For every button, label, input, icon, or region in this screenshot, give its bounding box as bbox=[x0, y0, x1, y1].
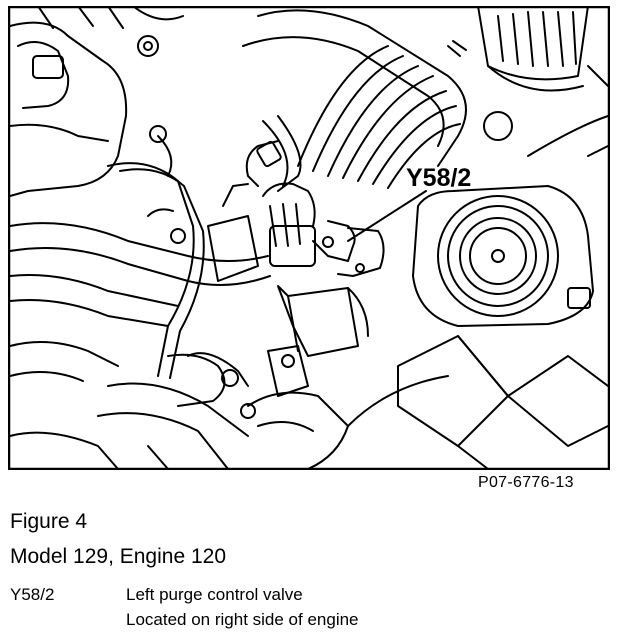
legend-location: Located on right side of engine bbox=[126, 610, 359, 629]
legend-row-continued: Located on right side of engine bbox=[10, 610, 610, 635]
air-intake-duct bbox=[242, 9, 467, 192]
legend-description: Left purge control valve bbox=[126, 585, 303, 604]
figure-subtitle: Model 129, Engine 120 bbox=[10, 545, 226, 568]
lower-center-components bbox=[9, 285, 369, 470]
figure-reference-code: P07-6776-13 bbox=[478, 474, 574, 491]
engine-block-top-left bbox=[9, 6, 184, 197]
callout-label: Y58/2 bbox=[406, 164, 471, 192]
right-side-panel bbox=[347, 115, 609, 470]
component-legend: Y58/2 Left purge control valve Located o… bbox=[10, 585, 610, 635]
radiator-cap bbox=[412, 185, 594, 327]
engine-illustration: Y58/2 bbox=[8, 6, 610, 470]
top-right-component bbox=[447, 6, 609, 141]
callout-leader-line bbox=[347, 190, 427, 242]
legend-row: Y58/2 Left purge control valve bbox=[10, 585, 610, 610]
purge-control-valve bbox=[245, 140, 385, 277]
legend-code: Y58/2 bbox=[10, 585, 55, 604]
hoses-and-wiring bbox=[9, 125, 271, 379]
figure-title: Figure 4 bbox=[10, 510, 88, 533]
